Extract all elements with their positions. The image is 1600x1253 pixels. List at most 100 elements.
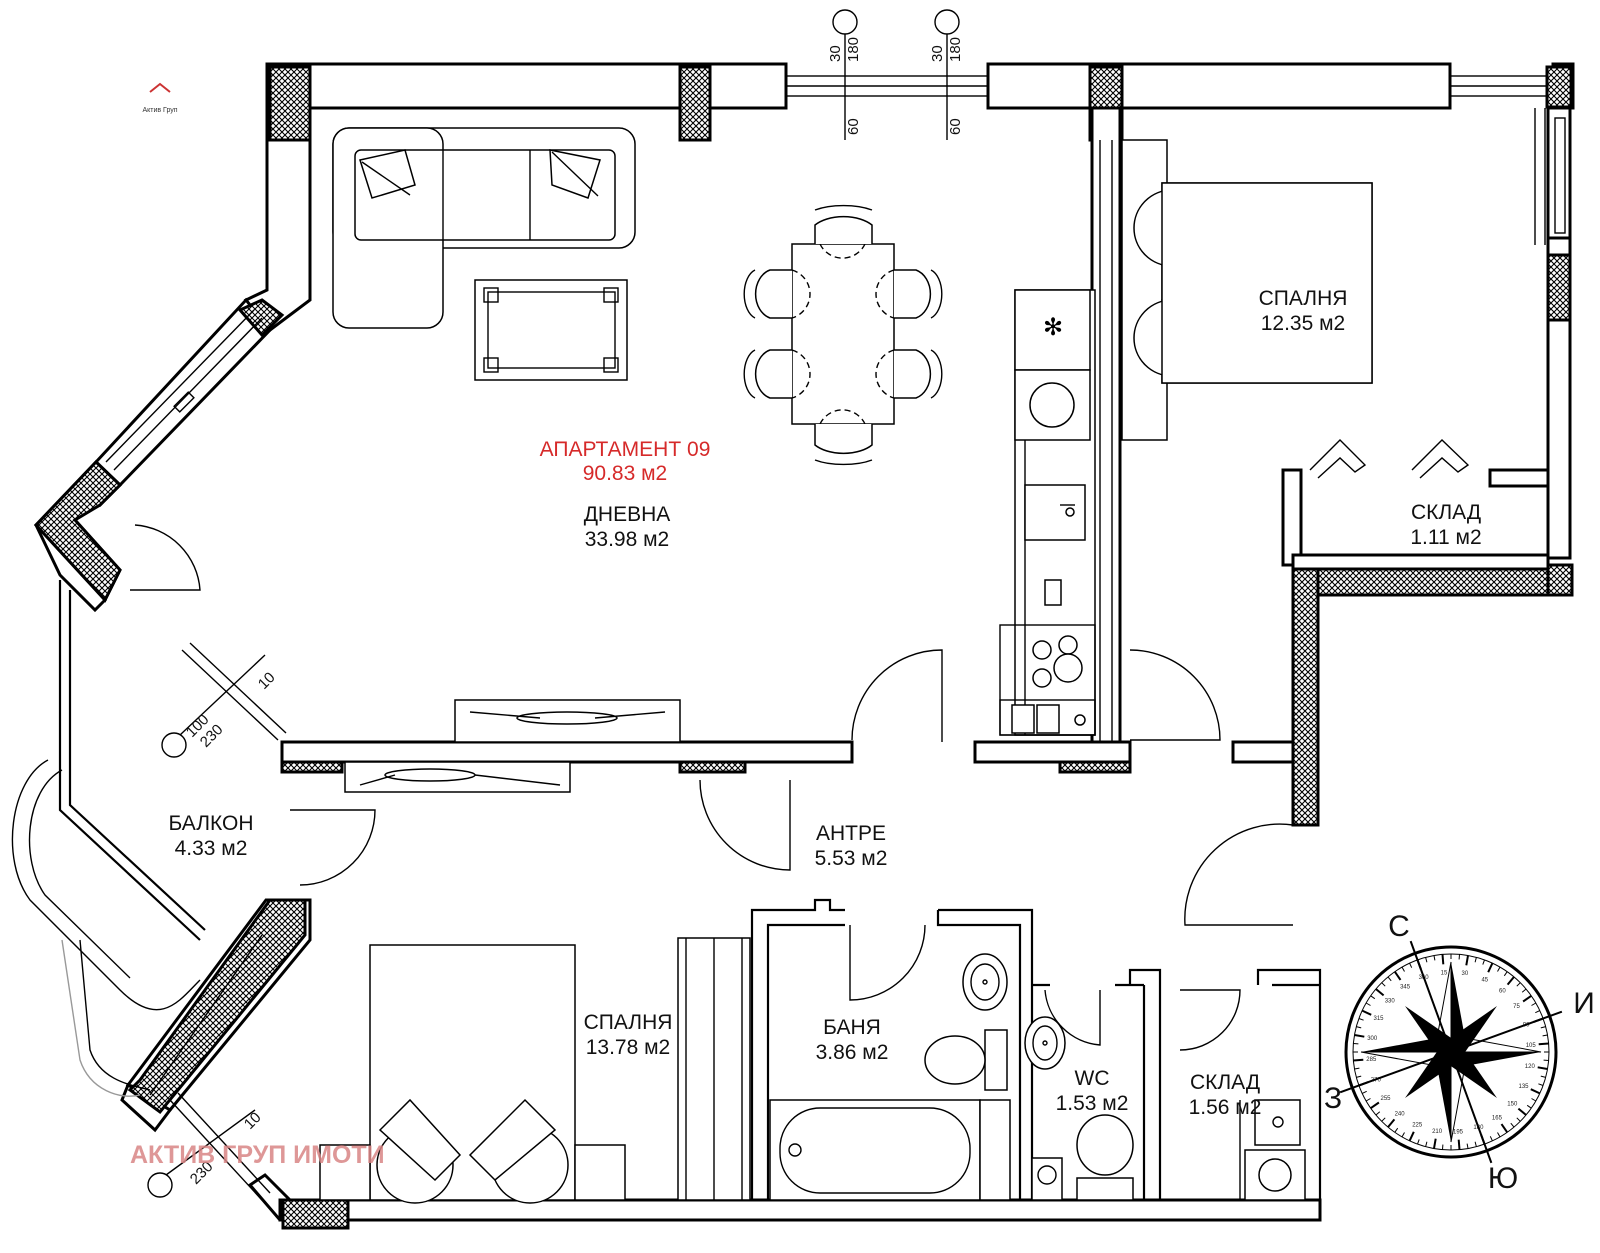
compass-degree-label: 120 <box>1525 1064 1536 1070</box>
compass-tick <box>1510 1122 1515 1128</box>
compass-tick <box>1354 1034 1365 1038</box>
living-room-area: 33.98 м2 <box>585 528 670 551</box>
compass-tick <box>1354 1067 1360 1070</box>
storage-2-area: 1.56 м2 <box>1189 1096 1262 1119</box>
compass-tick <box>1370 995 1376 1000</box>
compass-tick <box>1353 1058 1364 1062</box>
compass-west: З <box>1324 1082 1342 1115</box>
wc-fixtures <box>1024 1016 1134 1201</box>
storage-1-area: 1.11 м2 <box>1410 526 1481 549</box>
compass-tick <box>1521 988 1527 993</box>
compass-tick <box>1466 1143 1469 1149</box>
bathroom-fixtures <box>769 953 1011 1201</box>
compass-degree-label: 45 <box>1481 978 1488 984</box>
dim-left-upper-1: 10 <box>255 669 279 693</box>
compass-degree-label: 285 <box>1366 1057 1377 1063</box>
compass-degree-label: 75 <box>1513 1004 1520 1010</box>
storage-2-appliances <box>1244 1099 1306 1201</box>
compass-letters: С И Ю З <box>1324 910 1595 1195</box>
wc-name: WC <box>1075 1067 1110 1090</box>
compass-degree-label: 150 <box>1507 1101 1518 1107</box>
compass-tick <box>1526 1104 1532 1109</box>
compass-tick <box>1401 1132 1405 1138</box>
compass-tick <box>1408 1131 1415 1142</box>
dim-top-b-1: 30 <box>929 45 946 62</box>
apartment-area: 90.83 м2 <box>583 462 668 485</box>
room-labels: АПАРТАМЕНТ 09 90.83 м2 ДНЕВНА 33.98 м2 С… <box>168 287 1481 1119</box>
compass-degree-label: 90 <box>1523 1023 1530 1029</box>
compass-tick <box>1530 1088 1541 1095</box>
apartment-name: АПАРТАМЕНТ 09 <box>540 438 711 461</box>
dim-top-a-2: 180 <box>845 37 862 62</box>
compass-tick <box>1356 1075 1362 1078</box>
dim-top-a-1: 30 <box>827 45 844 62</box>
compass-degree-label: 330 <box>1385 999 1396 1005</box>
compass-tick <box>1441 954 1445 965</box>
compass-tick <box>1393 971 1402 981</box>
bathroom-area: 3.86 м2 <box>816 1041 889 1064</box>
compass-degree-labels: 1530456075901051201351501651801952102252… <box>1366 970 1536 1135</box>
bedroom-2-area: 13.78 м2 <box>586 1036 671 1059</box>
logo: Актив Груп <box>142 82 178 114</box>
compass-degree-label: 60 <box>1499 989 1506 995</box>
sofa <box>332 127 636 329</box>
hall-area: 5.53 м2 <box>815 847 888 870</box>
compass-tick <box>1500 1123 1509 1133</box>
compass-tick <box>1381 982 1386 987</box>
compass-degree-label: 165 <box>1492 1116 1503 1122</box>
compass-tick <box>1358 1018 1364 1021</box>
wc-area: 1.53 м2 <box>1056 1092 1129 1115</box>
compass-tick <box>1409 962 1413 968</box>
bedroom-1-area: 12.35 м2 <box>1261 312 1346 335</box>
compass-tick <box>1516 982 1521 987</box>
compass-tick <box>1394 1127 1399 1133</box>
doors <box>130 439 1470 1051</box>
balcony-area: 4.33 м2 <box>175 837 248 860</box>
compass-tick <box>1361 1009 1372 1016</box>
svg-text:✻: ✻ <box>1043 313 1063 341</box>
bed-bedroom-2 <box>319 944 626 1204</box>
bedroom-1-name: СПАЛНЯ <box>1259 287 1348 310</box>
compass-tick <box>1540 1026 1546 1029</box>
compass-tick <box>1531 1098 1537 1102</box>
compass-tick <box>1538 1042 1549 1046</box>
compass-tick <box>1522 994 1532 1003</box>
balcony-name: БАЛКОН <box>168 812 253 835</box>
compass-tick <box>1381 1117 1386 1122</box>
coffee-table <box>474 279 628 381</box>
compass-tick <box>1540 1075 1546 1078</box>
compass-tick <box>1535 1010 1541 1014</box>
compass-east: И <box>1573 987 1595 1020</box>
compass-north: С <box>1388 910 1410 943</box>
balcony-railing <box>11 580 206 1097</box>
compass-degree-label: 105 <box>1526 1043 1537 1049</box>
compass-degree-label: 270 <box>1371 1077 1382 1083</box>
compass-tick <box>1538 1083 1544 1086</box>
kitchen-appliances: ✻ <box>1011 289 1091 734</box>
dim-top-b-3: 60 <box>947 118 964 135</box>
compass-tick <box>1417 1139 1420 1145</box>
compass-tick <box>1489 1136 1493 1142</box>
bathroom-name: БАНЯ <box>823 1016 881 1039</box>
bed-bedroom-1 <box>1133 182 1373 384</box>
compass-degree-label: 30 <box>1462 971 1469 977</box>
compass-tick <box>1401 966 1405 972</box>
compass-tick <box>1503 971 1508 977</box>
compass-degree-label: 210 <box>1432 1129 1443 1135</box>
watermark: АКТИВ ГРУП ИМОТИ <box>130 1141 385 1169</box>
logo-text: Актив Груп <box>142 107 177 114</box>
compass-tick <box>1516 1117 1521 1122</box>
compass-tick <box>1537 1066 1548 1070</box>
compass-tick <box>1497 1132 1501 1138</box>
compass-tick <box>1375 988 1385 997</box>
compass-tick <box>1517 1107 1527 1116</box>
compass-rose: 1530456075901051201351501651801952102252… <box>1339 940 1563 1164</box>
compass-degree-label: 345 <box>1400 985 1411 991</box>
compass-tick <box>1375 1111 1381 1116</box>
compass-tick <box>1387 976 1392 982</box>
living-room-name: ДНЕВНА <box>584 503 671 526</box>
compass-tick <box>1506 976 1515 986</box>
compass-tick <box>1497 966 1501 972</box>
dim-left-lower-1: 10 <box>241 1109 265 1133</box>
